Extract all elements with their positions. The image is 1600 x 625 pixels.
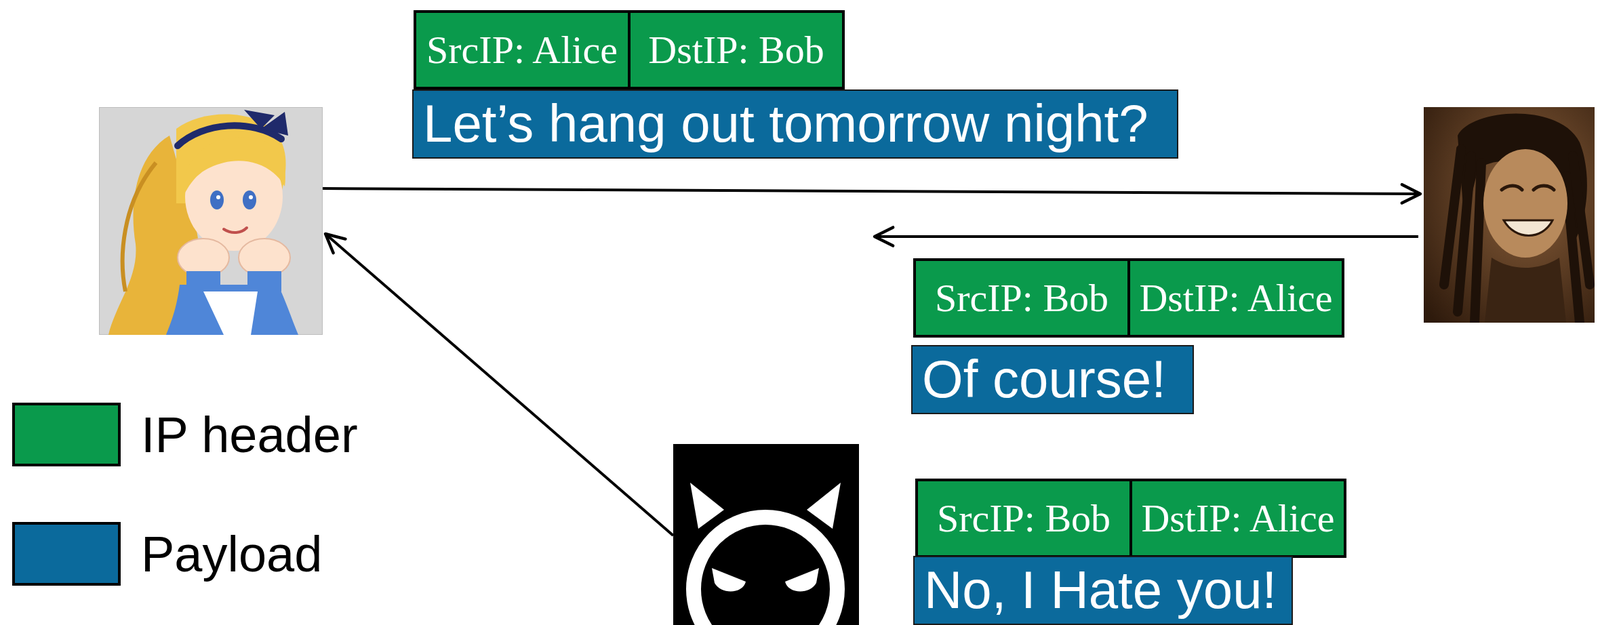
field-text: SrcIP: Alice — [426, 27, 618, 73]
field-text: SrcIP: Bob — [934, 275, 1109, 321]
field-text: DstIP: Bob — [648, 27, 824, 73]
ip-header-field: DstIP: Alice — [1129, 478, 1347, 558]
ip-header-field: SrcIP: Bob — [915, 478, 1133, 558]
ip-header-field: SrcIP: Bob — [913, 258, 1131, 338]
legend-label: IP header — [141, 406, 358, 464]
legend-label: Payload — [141, 525, 323, 584]
field-text: Of course! — [922, 349, 1167, 409]
arrow-attacker-to-alice — [325, 233, 674, 536]
attacker-icon — [673, 444, 859, 625]
field-text: DstIP: Alice — [1138, 275, 1333, 321]
ip-header-field: DstIP: Alice — [1127, 258, 1345, 338]
legend-entry: Payload — [12, 522, 323, 586]
payload-box: Let’s hang out tomorrow night? — [412, 89, 1179, 159]
field-text: SrcIP: Bob — [936, 495, 1111, 542]
bob-photo — [1423, 107, 1595, 323]
field-text: DstIP: Alice — [1141, 495, 1335, 542]
legend-entry: IP header — [12, 402, 358, 467]
legend-swatch — [12, 522, 121, 586]
payload-box: Of course! — [911, 345, 1194, 415]
legend-swatch — [12, 402, 121, 467]
payload-box: No, I Hate you! — [913, 555, 1293, 625]
ip-header-field: DstIP: Bob — [627, 10, 845, 90]
arrow-bob-reply — [874, 235, 1419, 238]
alice-picture — [98, 107, 323, 335]
ip-header-field: SrcIP: Alice — [413, 10, 631, 90]
field-text: No, I Hate you! — [924, 560, 1277, 620]
field-text: Let’s hang out tomorrow night? — [423, 93, 1149, 154]
arrow-alice-to-bob — [322, 188, 1421, 194]
